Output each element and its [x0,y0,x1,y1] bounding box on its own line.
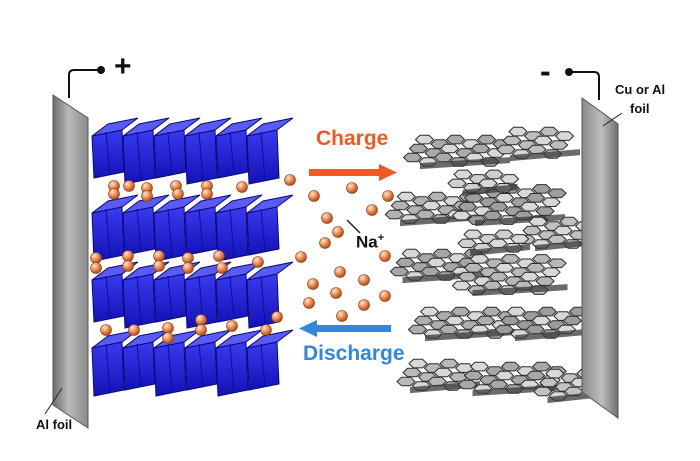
graphene-sheet [451,254,568,297]
sodium-ion-icon [195,324,207,336]
positive-wire [68,69,99,98]
sodium-ion-icon [216,262,228,274]
sodium-ion-icon [226,320,238,332]
sodium-ion-icon [284,174,296,186]
sodium-ion-icon [162,322,174,334]
positive-sign: + [114,50,132,83]
sodium-ion-icon [379,290,391,302]
sodium-ion-icon [122,260,134,272]
sodium-ion-icon [182,262,194,274]
sodium-ion-icon [162,332,174,344]
sodium-ion-icon [346,182,358,194]
ion-symbol: Na [356,232,378,252]
sodium-ion-icon [330,287,342,299]
sodium-ion-icon [236,181,248,193]
sodium-ion-icon [153,260,165,272]
sodium-ion-icon [366,204,378,216]
negative-terminal [565,68,573,76]
sodium-ion-icon [172,188,184,200]
negative-wire [571,71,600,100]
sodium-ion-icon [128,324,140,336]
sodium-ion-icon [379,250,391,262]
negative-sign: - [540,53,551,89]
graphene-sheet [407,306,517,342]
sodium-ion-icon [271,311,283,323]
sodium-ion-icon [332,226,344,238]
sodium-ion-icon [319,237,331,249]
sodium-ion-icon [334,266,346,278]
sodium-ion-icon [252,256,264,268]
ion-charge: + [377,232,385,244]
cathode-foil-label: Al foil [36,417,73,432]
positive-terminal [97,66,105,74]
cathode-layers [91,117,294,397]
sodium-ion-icon [358,299,370,311]
charge-arrow [309,164,397,181]
graphene-sheet [402,134,512,170]
sodium-ion-icon [201,188,213,200]
anode-foil-label-line1: Cu or Al [615,82,666,97]
anode-graphene [384,126,603,404]
sodium-ion-icon [123,180,135,192]
charge-label: Charge [316,127,389,150]
graphene-sheet [396,358,480,394]
sodium-ion-icon [303,297,315,309]
sodium-ion-icon [336,310,348,322]
graphene-sheet [389,248,488,284]
anode-foil-label-line2: foil [630,101,650,116]
discharge-label: Discharge [303,342,405,365]
sodium-ion-icon [182,252,194,264]
sodium-ion-icon [260,324,272,336]
sodium-ion-icon [321,212,333,224]
cathode-layer [91,261,294,329]
cathode-layer [91,194,294,262]
graphene-sheet [494,306,589,342]
anode-foil [581,97,619,419]
sodium-ion-icon [213,250,225,262]
graphene-sheet [496,126,580,162]
sodium-ion-icon [307,278,319,290]
sodium-ion-icon [195,314,207,326]
sodium-ion-icon [100,324,112,336]
cathode-layer [91,117,294,185]
sodium-ions [90,174,394,344]
sodium-ion-icon [153,250,165,262]
sodium-ion-icon [308,190,320,202]
cathode-layer [91,329,294,397]
sodium-ion-icon [122,250,134,262]
cathode-foil-leader [44,387,63,415]
cathode-foil [52,94,89,429]
anode-foil-leader [602,112,623,127]
graphene-sheet [457,229,530,257]
sodium-ion-icon [90,262,102,274]
sodium-ion-icon [141,190,153,202]
sodium-ion-label: Na+ [356,232,384,253]
sodium-ion-icon [358,274,370,286]
sodium-ion-icon [295,251,307,263]
sodium-ion-icon [108,188,120,200]
discharge-arrow [299,320,391,337]
ion-leader [346,219,361,234]
sodium-ion-icon [90,252,102,264]
sodium-ion-icon [382,190,394,202]
graphene-sheet [447,169,520,197]
